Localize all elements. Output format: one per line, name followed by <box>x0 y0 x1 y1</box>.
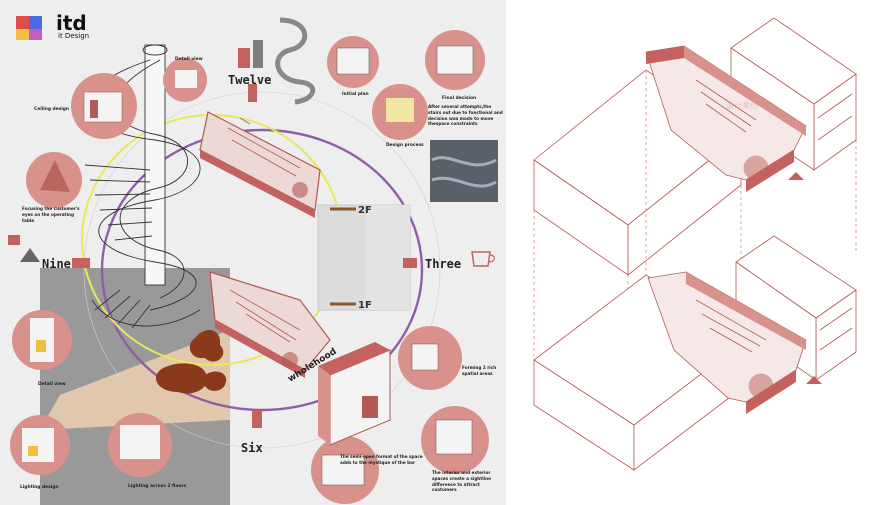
vignette-detail-bottom <box>12 310 72 370</box>
note-lighting-design: Lighting design <box>20 484 58 490</box>
watermark-text: 设计案例 <box>726 100 758 110</box>
vignette-focusing <box>26 152 82 208</box>
note-lighting-across: Lighting across 2 floors <box>128 483 187 489</box>
note-detail-view-bottom: Detail view <box>38 381 66 387</box>
entrance-marker-bottom <box>806 376 822 384</box>
vignette-interior-exterior <box>421 406 489 474</box>
note-detail-view-top: Detail view <box>175 56 203 62</box>
note-initial-plan: Initial plan <box>342 91 369 97</box>
brown-blob-shapes <box>156 329 227 394</box>
lower-shop-floor <box>647 271 807 414</box>
clock-label-three: Three <box>425 257 461 271</box>
lower-floor-plan <box>209 271 331 378</box>
note-design-process: Design process <box>386 142 424 148</box>
clock-label-twelve: Twelve <box>228 73 271 87</box>
projection-lines <box>533 70 857 360</box>
vignette-initial-plan <box>327 36 379 88</box>
note-ceiling-design: Ceiling design <box>34 106 69 112</box>
note-forming: Forming 2 rich spatial areas <box>462 365 497 376</box>
upper-shop-floor <box>645 45 807 192</box>
design-board: itd it Design <box>0 0 506 505</box>
marker-nine <box>72 258 90 268</box>
vignette-semi-open <box>311 436 379 504</box>
note-final-decision: Final decision <box>442 95 476 101</box>
marker-six <box>252 410 262 428</box>
note-semi-open: The semi-open format of the space adds t… <box>340 454 423 465</box>
axonometric-view: 设计案例 <box>506 0 880 505</box>
floor-label-1f: 1F <box>358 300 372 311</box>
itd-logo: itd it Design <box>16 11 89 40</box>
coffee-cup-icon <box>403 251 495 268</box>
nine-pictogram <box>8 235 40 262</box>
note-focusing: Focusing the customer's eyes on the oper… <box>22 206 80 223</box>
vignette-ceiling <box>71 73 137 139</box>
entrance-marker-top <box>788 172 804 180</box>
vignette-design-process <box>372 84 428 140</box>
brand-name: it Design <box>58 32 89 40</box>
facade-drawing <box>318 342 391 446</box>
note-interior-exterior: The interior and exterior spaces create … <box>432 470 491 493</box>
note-after-attempts: After several attempts,the stairs out du… <box>428 104 503 127</box>
clock-label-six: Six <box>241 441 263 455</box>
vignette-final-decision <box>425 30 485 90</box>
dark-sketch-photo <box>430 140 498 202</box>
upper-floor-plan <box>199 111 321 218</box>
clock-label-nine: Nine <box>42 257 71 271</box>
stair-pictogram <box>238 17 315 105</box>
light-beam <box>40 330 230 430</box>
vignette-forming <box>398 326 462 390</box>
vignette-detail-top <box>163 58 207 102</box>
vignette-lighting-design <box>10 415 70 475</box>
clock-ring-thin <box>83 91 441 449</box>
floor-label-2f: 2F <box>358 205 372 216</box>
vignette-lighting-across <box>108 413 172 477</box>
logo-text: itd <box>56 11 87 35</box>
